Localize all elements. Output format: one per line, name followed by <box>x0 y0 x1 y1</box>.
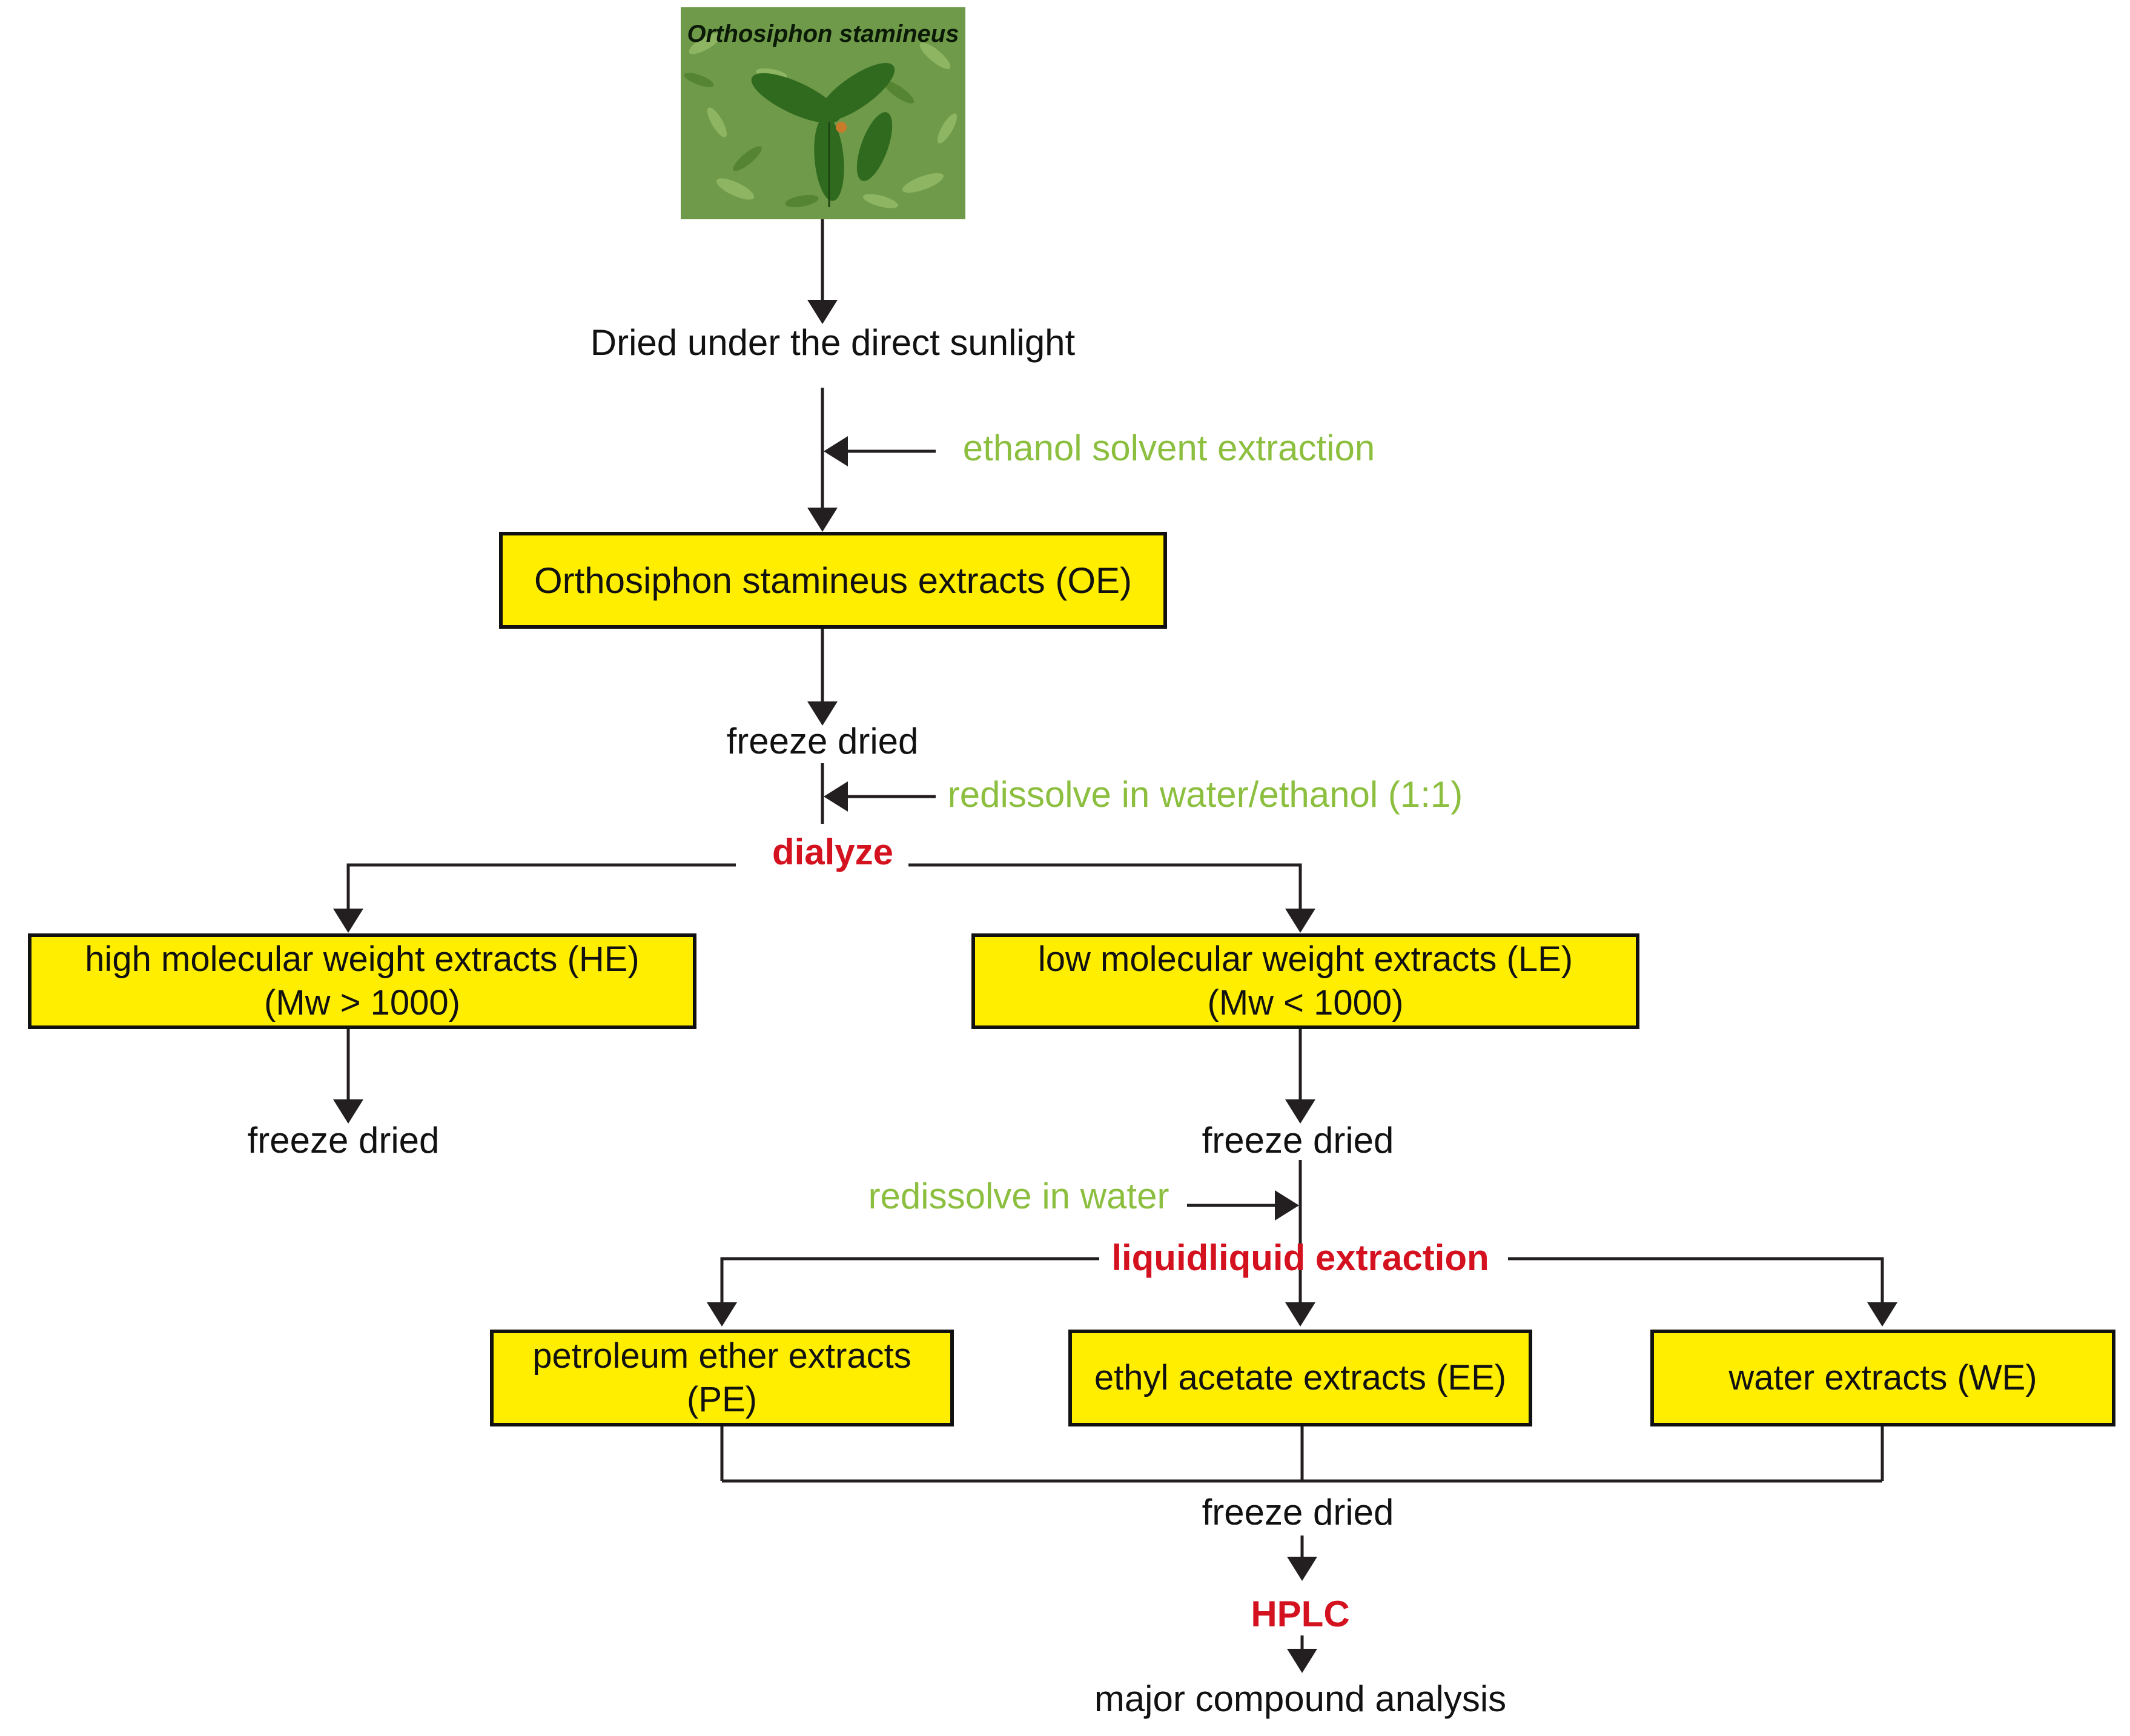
box-he-line1: high molecular weight extracts (HE) <box>85 939 640 979</box>
box-he-line2: (Mw > 1000) <box>264 983 460 1022</box>
leaf-illustration <box>681 7 965 219</box>
method-dialyze: dialyze <box>772 832 894 872</box>
method-hplc: HPLC <box>1251 1594 1350 1634</box>
box-ee-label: ethyl acetate extracts (EE) <box>1094 1357 1507 1397</box>
step-dried-sunlight: Dried under the direct sunlight <box>590 322 1076 363</box>
connector-dialyze-to-he <box>346 863 736 912</box>
box-we-label: water extracts (WE) <box>1728 1357 2037 1397</box>
step-freeze-dried-he: freeze dried <box>247 1120 440 1161</box>
process-redissolve-water: redissolve in water <box>868 1176 1169 1216</box>
box-we: water extracts (WE) <box>1650 1330 2115 1426</box>
step-freeze-dried-le: freeze dried <box>1202 1120 1394 1161</box>
box-he: high molecular weight extracts (HE) (Mw … <box>28 933 696 1029</box>
arrowhead-down-dried <box>807 300 838 324</box>
step-major-compound-analysis: major compound analysis <box>1094 1678 1507 1719</box>
arrowhead-down-le <box>1285 909 1315 933</box>
arrowhead-down-le-freeze <box>1285 1099 1315 1124</box>
connector-dialyze-to-le <box>908 863 1302 912</box>
arrowhead-down-analysis <box>1287 1649 1317 1673</box>
arrowhead-left-redissolve <box>824 781 848 812</box>
connector-extraction-to-we <box>1508 1257 1884 1305</box>
box-ee: ethyl acetate extracts (EE) <box>1068 1330 1532 1426</box>
step-freeze-dried-1: freeze dried <box>726 721 919 761</box>
step-freeze-dried-final: freeze dried <box>1202 1492 1394 1532</box>
box-oe: Orthosiphon stamineus extracts (OE) <box>499 532 1167 629</box>
species-label: Orthosiphon stamineus <box>687 21 959 47</box>
arrowhead-down-we <box>1867 1302 1897 1327</box>
box-le-line1: low molecular weight extracts (LE) <box>1037 939 1573 979</box>
arrowhead-down-hplc <box>1287 1557 1317 1581</box>
arrowhead-left-ethanol <box>824 436 848 466</box>
arrowhead-down-he <box>333 909 363 933</box>
method-liquid-extraction: liquidliquid extraction <box>1111 1237 1489 1278</box>
arrowhead-down-ee <box>1285 1302 1315 1327</box>
process-ethanol-extraction: ethanol solvent extraction <box>962 428 1375 468</box>
box-le-line2: (Mw < 1000) <box>1207 983 1404 1022</box>
box-pe-label: petroleum ether extracts (PE) <box>532 1336 911 1420</box>
box-le: low molecular weight extracts (LE) (Mw <… <box>971 933 1639 1029</box>
arrowhead-down-freeze-1 <box>807 701 838 726</box>
box-oe-label: Orthosiphon stamineus extracts (OE) <box>534 560 1133 601</box>
plant-photo: Orthosiphon stamineus <box>681 7 965 219</box>
process-redissolve-water-ethanol: redissolve in water/ethanol (1:1) <box>947 774 1463 815</box>
connector-extraction-to-pe <box>720 1257 1099 1305</box>
arrowhead-down-he-freeze <box>333 1099 363 1124</box>
arrowhead-down-pe <box>707 1302 737 1327</box>
arrowhead-down-oe <box>807 508 838 532</box>
arrowhead-right-redissolve-water <box>1275 1190 1299 1221</box>
box-pe: petroleum ether extracts (PE) <box>490 1330 954 1426</box>
